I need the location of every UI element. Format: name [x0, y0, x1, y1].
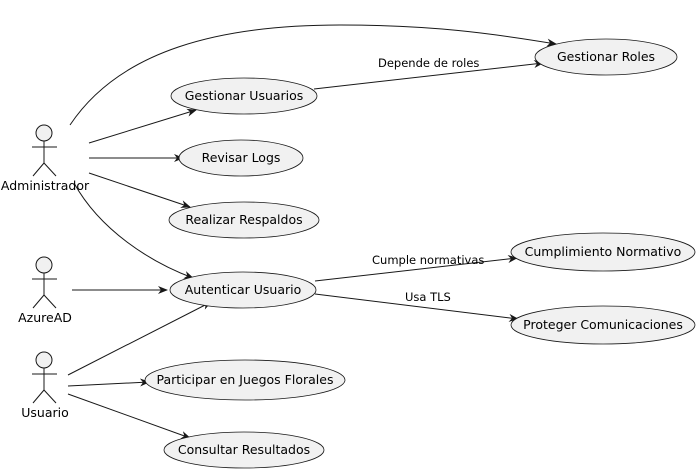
use-case-label: Revisar Logs [202, 150, 281, 165]
use-case-participar-juegos: Participar en Juegos Florales [144, 359, 346, 401]
use-case-label: Cumplimiento Normativo [525, 244, 682, 259]
actor-label-azuread: AzureAD [18, 310, 72, 325]
edge-autenticar-proteger [314, 293, 519, 322]
use-case-label: Realizar Respaldos [185, 212, 302, 227]
use-case-autenticar-usuario: Autenticar Usuario [169, 271, 317, 309]
use-case-gestionar-roles: Gestionar Roles [534, 38, 678, 76]
use-case-consultar-resultados: Consultar Resultados [163, 431, 325, 469]
use-case-label: Proteger Comunicaciones [523, 317, 683, 332]
edge-admin-realizar-respaldos [88, 172, 191, 208]
actor-label-administrador: Administrador [1, 178, 90, 193]
use-case-label: Autenticar Usuario [185, 282, 302, 297]
actor-azuread: AzureAD [18, 256, 72, 325]
use-case-gestionar-usuarios: Gestionar Usuarios [170, 77, 318, 115]
actor-label-usuario: Usuario [21, 405, 69, 420]
use-case-label: Gestionar Usuarios [185, 88, 304, 103]
actor-administrador: Administrador [1, 124, 90, 193]
edge-label-cumple-normativas: Cumple normativas [372, 253, 484, 267]
use-case-cumplimiento-normativo: Cumplimiento Normativo [510, 232, 696, 272]
use-case-label: Participar en Juegos Florales [157, 372, 334, 387]
edge-gestionar-usuarios-roles [313, 60, 544, 90]
edge-admin-autenticar [73, 182, 194, 279]
edge-admin-gestionar-roles [69, 24, 557, 126]
use-case-revisar-logs: Revisar Logs [178, 139, 304, 177]
use-case-proteger-comunicaciones: Proteger Comunicaciones [510, 305, 696, 345]
use-case-label: Consultar Resultados [178, 442, 310, 457]
edge-label-depende-roles: Depende de roles [378, 56, 479, 70]
actor-usuario: Usuario [21, 351, 69, 420]
use-case-label: Gestionar Roles [557, 49, 655, 64]
edge-admin-gestionar-usuarios [88, 108, 197, 144]
edge-autenticar-cumplimiento [314, 255, 518, 282]
edge-usuario-participar [67, 378, 150, 387]
edge-usuario-autenticar [67, 301, 212, 376]
edge-usuario-consultar [67, 393, 191, 439]
use-case-realizar-respaldos: Realizar Respaldos [168, 201, 320, 239]
edge-label-usa-tls: Usa TLS [405, 290, 451, 304]
